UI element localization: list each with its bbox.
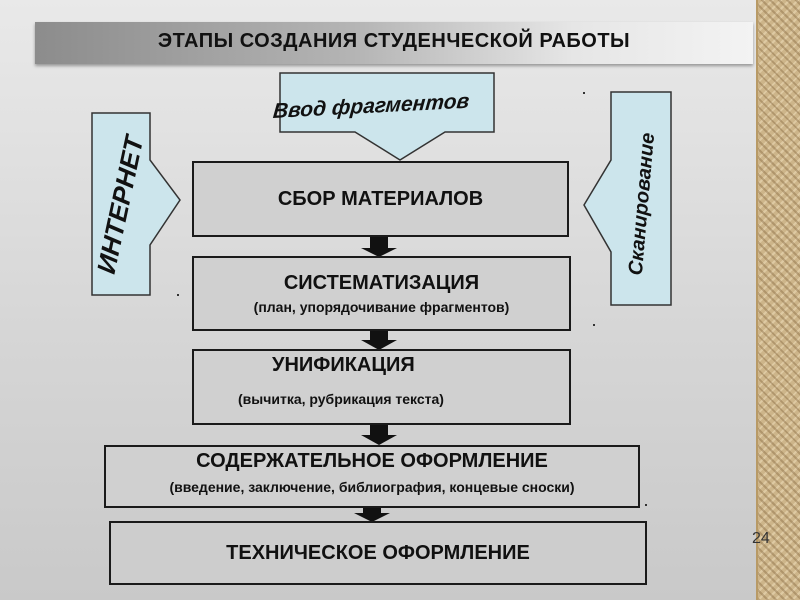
page-number: 24 xyxy=(752,530,770,547)
stage-label: УНИФИКАЦИЯ xyxy=(272,354,415,376)
stage-label: СБОР МАТЕРИАЛОВ xyxy=(277,188,484,210)
flow-arrow-3 xyxy=(361,425,397,445)
input-callout-top: Ввод фрагментов xyxy=(272,72,495,161)
input-callout-right: Сканирование xyxy=(583,91,672,306)
stray-dot xyxy=(593,324,595,326)
stray-dot xyxy=(645,504,647,506)
input-callout-left: ИНТЕРНЕТ xyxy=(91,112,181,296)
stage-box-technical-formatting: ТЕХНИЧЕСКОЕ ОФОРМЛЕНИЕ xyxy=(109,521,647,585)
stage-label: СИСТЕМАТИЗАЦИЯ xyxy=(283,272,480,294)
flow-arrow-1 xyxy=(361,236,397,257)
stage-box-content-formatting: СОДЕРЖАТЕЛЬНОЕ ОФОРМЛЕНИЕ (введение, зак… xyxy=(104,445,640,508)
page-title: ЭТАПЫ СОЗДАНИЯ СТУДЕНЧЕСКОЙ РАБОТЫ xyxy=(157,30,631,52)
stage-sub-label: (введение, заключение, библиография, кон… xyxy=(169,479,575,495)
stage-label: СОДЕРЖАТЕЛЬНОЕ ОФОРМЛЕНИЕ xyxy=(196,450,548,472)
stage-box-systematization: СИСТЕМАТИЗАЦИЯ (план, упорядочивание фра… xyxy=(192,256,571,331)
stray-dot xyxy=(177,294,179,296)
stage-sub-label: (план, упорядочивание фрагментов) xyxy=(253,299,510,315)
stray-dot xyxy=(583,92,585,94)
flow-arrow-2 xyxy=(361,330,397,350)
decorative-side-strip xyxy=(756,0,800,600)
title-bar: ЭТАПЫ СОЗДАНИЯ СТУДЕНЧЕСКОЙ РАБОТЫ xyxy=(35,22,753,64)
stage-box-collection: СБОР МАТЕРИАЛОВ xyxy=(192,161,569,237)
flow-arrow-4 xyxy=(354,507,390,522)
stage-sub-label: (вычитка, рубрикация текста) xyxy=(238,391,444,407)
stage-label: ТЕХНИЧЕСКОЕ ОФОРМЛЕНИЕ xyxy=(226,542,530,564)
stage-box-unification: УНИФИКАЦИЯ (вычитка, рубрикация текста) xyxy=(192,349,571,425)
flow-arrows xyxy=(354,236,397,522)
